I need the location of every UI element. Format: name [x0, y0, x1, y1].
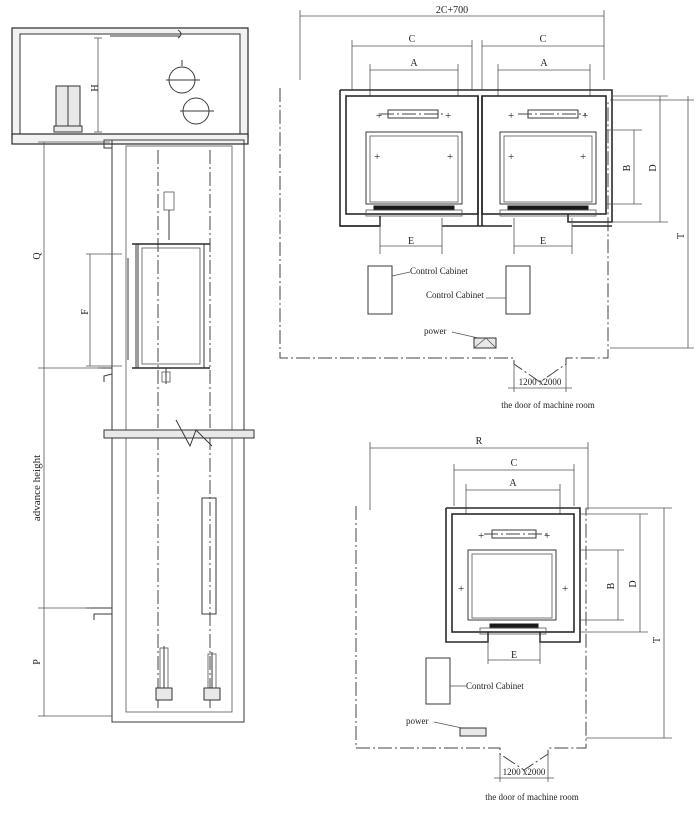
- svg-text:+: +: [562, 583, 568, 595]
- dim-2c700-label: 2C+700: [436, 5, 468, 16]
- car-left: [365, 131, 463, 205]
- power-outlet-single: [459, 727, 487, 737]
- svg-text:+: +: [376, 110, 382, 122]
- dim-c-label: C: [511, 458, 518, 469]
- control-cabinet-single-label: Control Cabinet: [466, 681, 524, 691]
- car-single: [467, 549, 557, 621]
- pit-buffers: [155, 646, 221, 701]
- car-right: [499, 131, 597, 205]
- dim-e-label: E: [511, 650, 517, 661]
- svg-text:+: +: [445, 110, 451, 122]
- svg-text:+: +: [374, 151, 380, 163]
- dim-a-left-label: A: [410, 58, 418, 69]
- dim-e-right-label: E: [540, 236, 546, 247]
- dim-t-label-single: T: [652, 637, 663, 643]
- dim-d-label-single: D: [628, 580, 639, 587]
- counterweight: [201, 497, 217, 615]
- machine-room-floor: [11, 133, 249, 145]
- dim-t-label: T: [676, 233, 687, 239]
- svg-text:+: +: [582, 110, 588, 122]
- power-label-single: power: [406, 716, 429, 726]
- dim-r-label: R: [476, 436, 483, 447]
- dim-q-label: Q: [32, 252, 43, 260]
- control-cabinet-2-label: Control Cabinet: [426, 290, 484, 300]
- svg-text:+: +: [508, 110, 514, 122]
- door-size-single: 1200 x2000: [503, 767, 546, 777]
- door-label-single: the door of machine room: [485, 792, 578, 802]
- dim-c-left-label: C: [409, 34, 416, 45]
- machine-room-interior: [19, 33, 241, 135]
- twin-car-plan-view: 2C+700 C C A A + + +: [279, 5, 694, 410]
- svg-text:+: +: [478, 530, 484, 542]
- advance-height-label: advance height: [31, 455, 43, 521]
- dim-a-label: A: [509, 478, 517, 489]
- dim-h-label: H: [90, 84, 101, 91]
- dim-c-right-label: C: [540, 34, 547, 45]
- door-label-twin: the door of machine room: [501, 400, 594, 410]
- svg-text:+: +: [508, 151, 514, 163]
- svg-text:+: +: [544, 530, 550, 542]
- control-cabinet-1-label: Control Cabinet: [410, 266, 468, 276]
- dim-e-left-label: E: [408, 236, 414, 247]
- control-cabinet-1: [367, 265, 393, 315]
- elevator-car: [137, 243, 205, 369]
- dim-f-label: F: [80, 309, 91, 315]
- dim-p-label: P: [32, 659, 43, 665]
- control-cabinet-single: [425, 657, 451, 705]
- power-label-twin: power: [424, 326, 447, 336]
- power-outlet-twin: [473, 337, 497, 349]
- hoistway-inner: [125, 145, 233, 713]
- dim-d-label: D: [648, 164, 659, 171]
- svg-text:+: +: [580, 151, 586, 163]
- dim-a-right-label: A: [540, 58, 548, 69]
- single-car-plan-view: R C A + + + + E: [355, 436, 672, 802]
- machine-room-outline-single: [355, 506, 587, 771]
- door-size-twin: 1200 x2000: [519, 377, 562, 387]
- machine-room-outline: [279, 88, 609, 383]
- dim-b-label: B: [622, 164, 633, 171]
- control-cabinet-2: [505, 265, 531, 315]
- svg-text:+: +: [447, 151, 453, 163]
- side-section-view: H F: [11, 27, 255, 723]
- dim-b-label-single: B: [606, 582, 617, 589]
- svg-text:+: +: [458, 583, 464, 595]
